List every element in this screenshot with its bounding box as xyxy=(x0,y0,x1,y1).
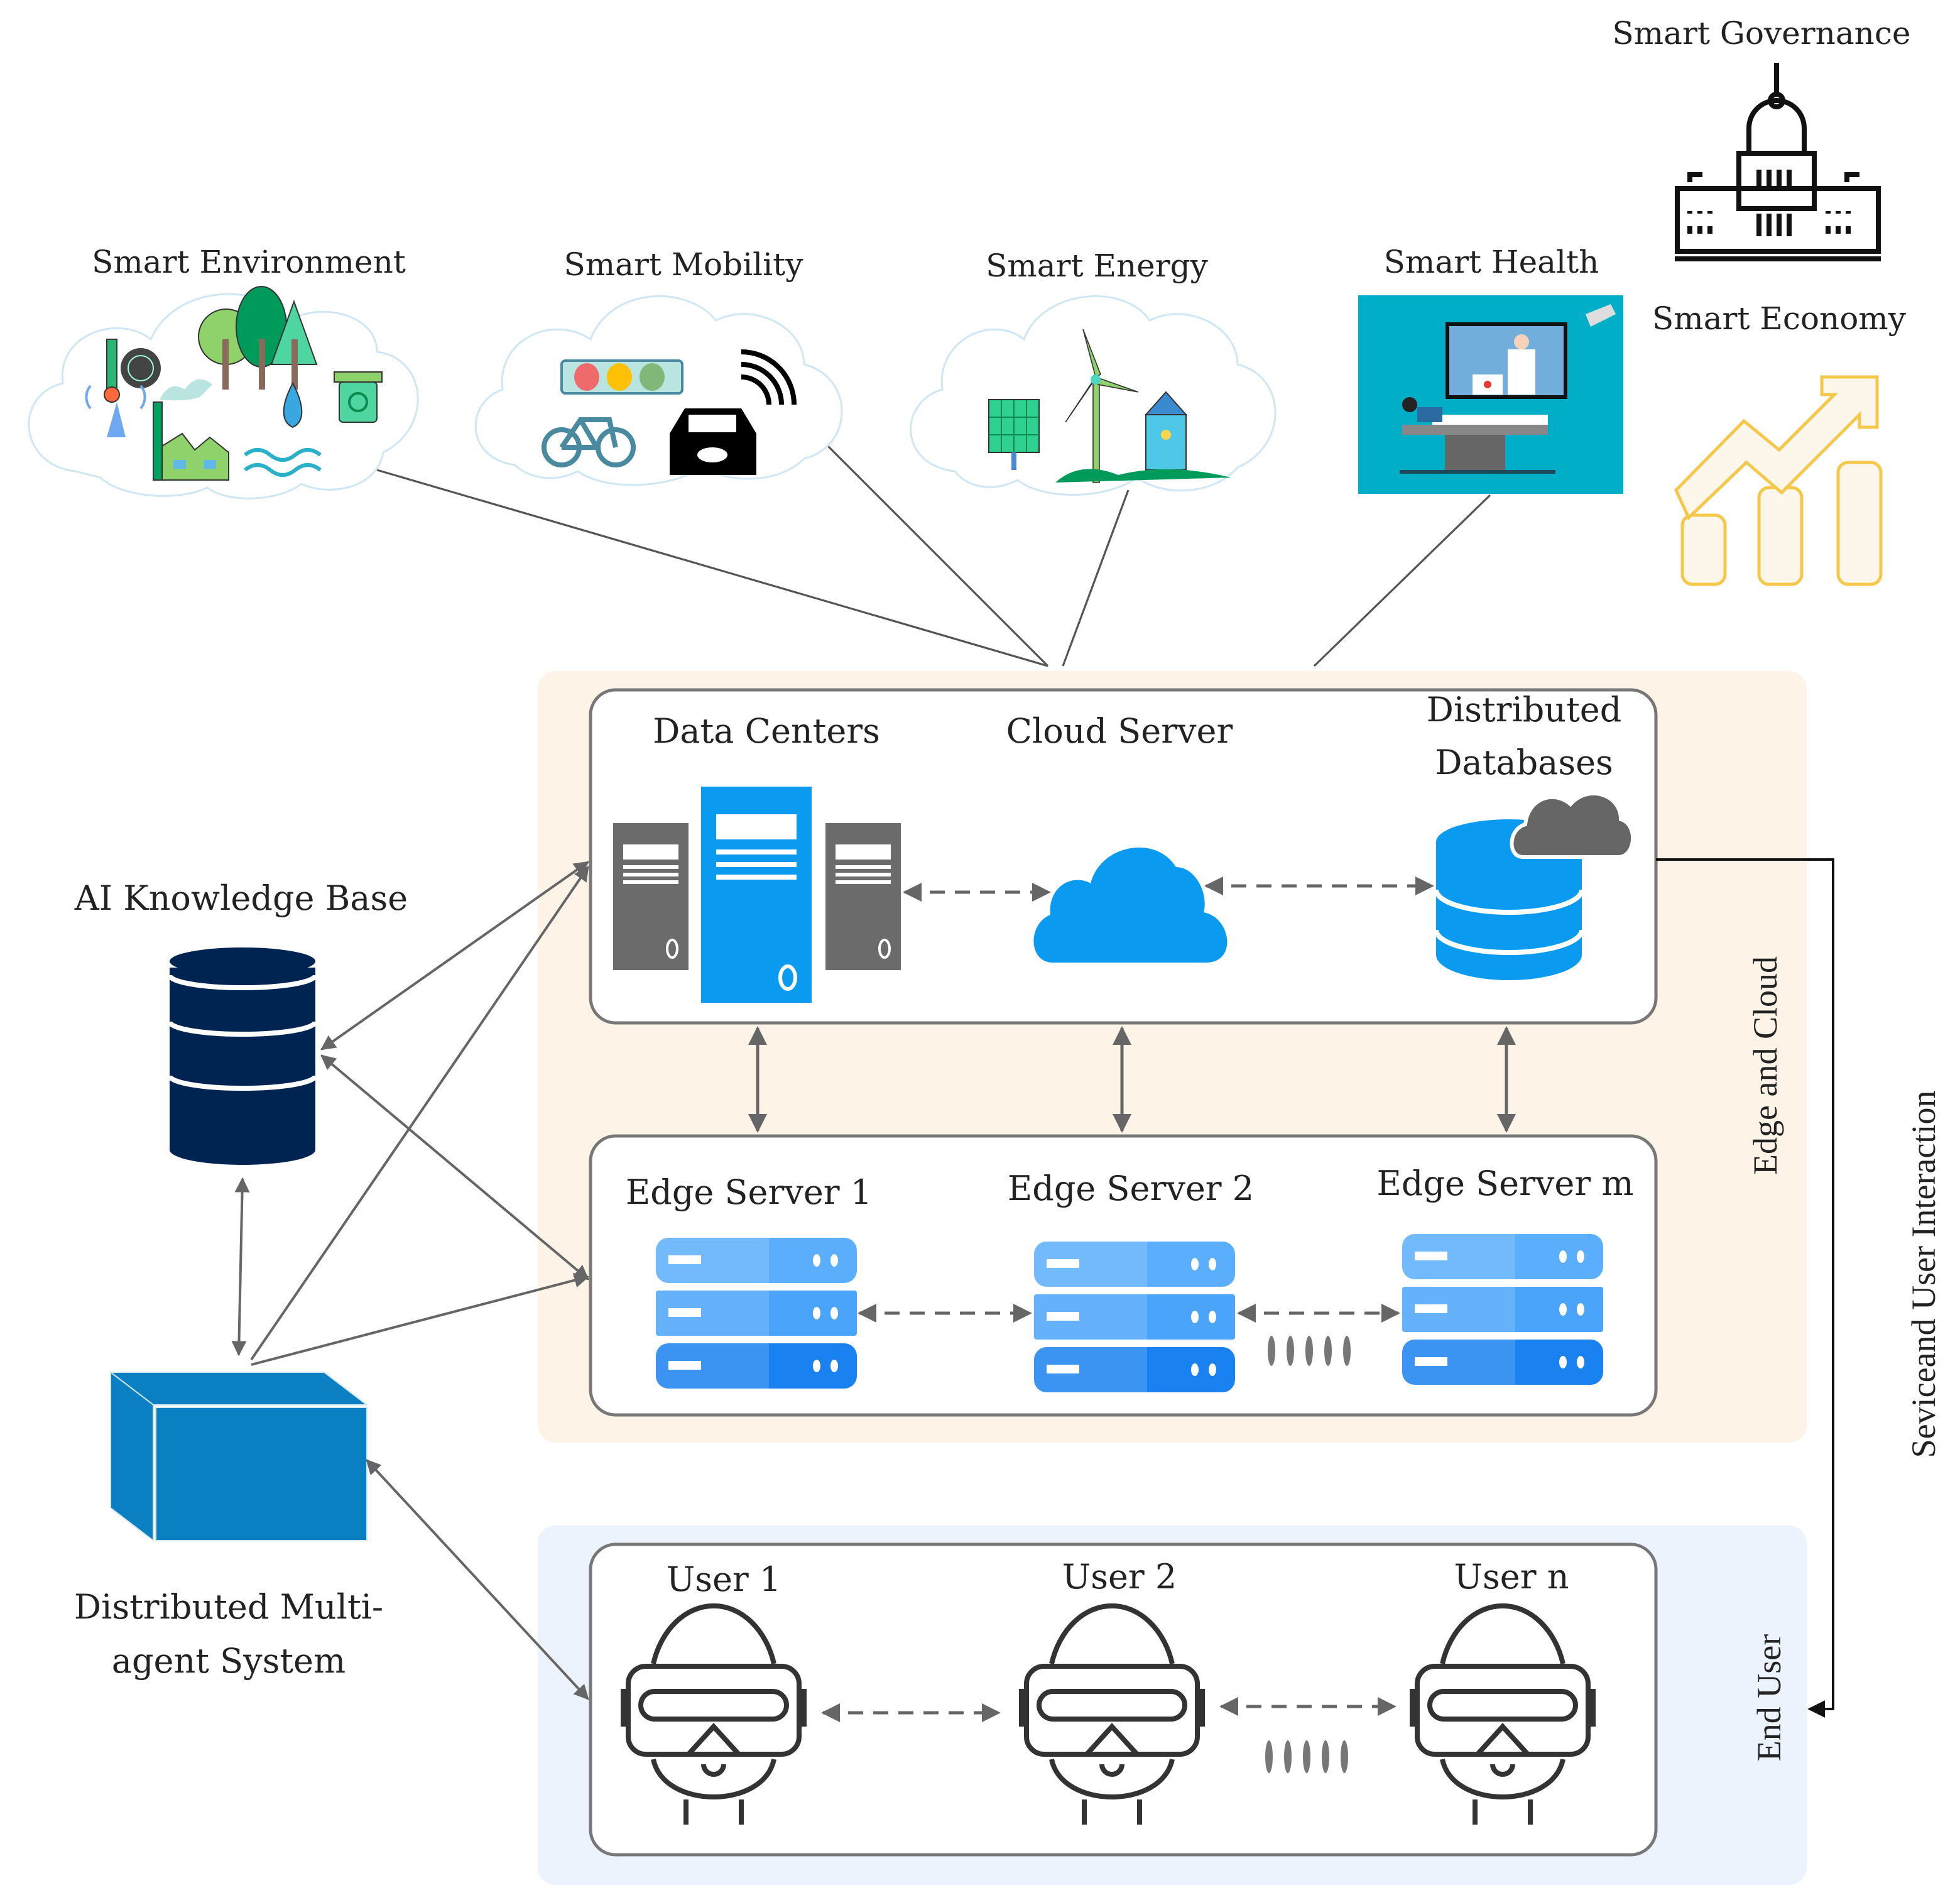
smart-health: Smart Health xyxy=(1358,244,1623,494)
side-connectors xyxy=(231,861,590,1700)
ai-knowledge-base-icon xyxy=(167,947,318,1165)
multi-agent-system-icon xyxy=(109,1370,369,1542)
smart-mobility: Smart Mobility xyxy=(474,246,843,486)
trees-icon xyxy=(198,286,318,390)
label-service-interaction: Seviceand User Interaction xyxy=(1905,1091,1942,1458)
label-edge-and-cloud: Edge and Cloud xyxy=(1746,956,1784,1175)
edge-server-icon xyxy=(656,1238,857,1389)
data-centers-icon xyxy=(613,787,901,1003)
telemedicine-icon xyxy=(1400,304,1616,474)
distributed-databases-icon xyxy=(1434,792,1635,980)
growth-chart-icon xyxy=(1674,375,1883,586)
label-cloud-server: Cloud Server xyxy=(1006,711,1233,751)
connector-environment xyxy=(376,469,1048,667)
connector-energy xyxy=(1062,489,1130,667)
cloud-outline-icon xyxy=(28,293,419,500)
domain-connectors xyxy=(376,444,1491,667)
label-data-centers: Data Centers xyxy=(653,711,880,751)
traffic-light-icon xyxy=(560,359,683,395)
user-ellipsis-icon xyxy=(1265,1740,1348,1773)
recycle-bin-icon xyxy=(334,371,383,423)
edge-server-icon xyxy=(1034,1242,1235,1392)
capitol-building-icon xyxy=(1675,63,1881,261)
edge-server-icon xyxy=(1402,1234,1603,1385)
service-interaction-connector xyxy=(1656,858,1834,1718)
solar-panel-icon xyxy=(988,399,1040,470)
connector-mobility xyxy=(825,444,1049,667)
label-ai-knowledge-base: AI Knowledge Base xyxy=(74,878,408,918)
label-edge-server-m: Edge Server m xyxy=(1376,1164,1633,1203)
label-edge-server-2: Edge Server 2 xyxy=(1008,1169,1254,1208)
label-smart-health: Smart Health xyxy=(1384,244,1599,280)
vr-headset-user-icon xyxy=(1410,1603,1596,1825)
factory-icon xyxy=(153,379,229,481)
bicycle-icon xyxy=(542,417,636,467)
label-edge-server-1: Edge Server 1 xyxy=(626,1172,872,1212)
label-user-2: User 2 xyxy=(1062,1557,1177,1597)
smart-energy: Smart Energy xyxy=(910,248,1277,496)
label-smart-mobility: Smart Mobility xyxy=(564,246,804,283)
user-internal-links xyxy=(821,1697,1396,1722)
wind-turbine-icon xyxy=(1065,329,1139,483)
label-multi-agent-2: agent System xyxy=(112,1641,346,1681)
cloud-internal-links xyxy=(903,876,1434,902)
radio-tower-icon xyxy=(85,385,146,437)
vr-users xyxy=(621,1603,1596,1825)
label-distributed-databases-1: Distributed xyxy=(1427,690,1622,729)
connected-car-icon xyxy=(670,349,797,475)
vr-headset-user-icon xyxy=(1019,1603,1205,1825)
label-smart-environment: Smart Environment xyxy=(92,244,406,280)
cloud-server-icon xyxy=(1033,847,1228,963)
label-smart-economy: Smart Economy xyxy=(1652,300,1907,337)
label-smart-energy: Smart Energy xyxy=(986,248,1209,284)
label-user-1: User 1 xyxy=(667,1559,781,1599)
edge-ellipsis-icon xyxy=(1268,1336,1351,1366)
label-multi-agent-1: Distributed Multi- xyxy=(74,1587,383,1627)
vr-headset-user-icon xyxy=(621,1603,807,1825)
cloud-edge-links xyxy=(748,1026,1516,1133)
label-smart-governance: Smart Governance xyxy=(1613,15,1911,52)
smart-economy: Smart Economy xyxy=(1652,300,1907,586)
connector-health xyxy=(1313,494,1491,667)
label-user-n: User n xyxy=(1454,1557,1569,1597)
thermometer-globe-icon xyxy=(104,339,161,403)
label-distributed-databases-2: Databases xyxy=(1435,743,1613,782)
water-drop-icon xyxy=(244,381,322,477)
house-icon xyxy=(1055,391,1231,483)
label-end-user: End User xyxy=(1750,1634,1788,1761)
edge-servers xyxy=(656,1234,1603,1392)
smart-environment: Smart Environment xyxy=(28,244,419,500)
smart-governance: Smart Governance xyxy=(1613,15,1911,261)
